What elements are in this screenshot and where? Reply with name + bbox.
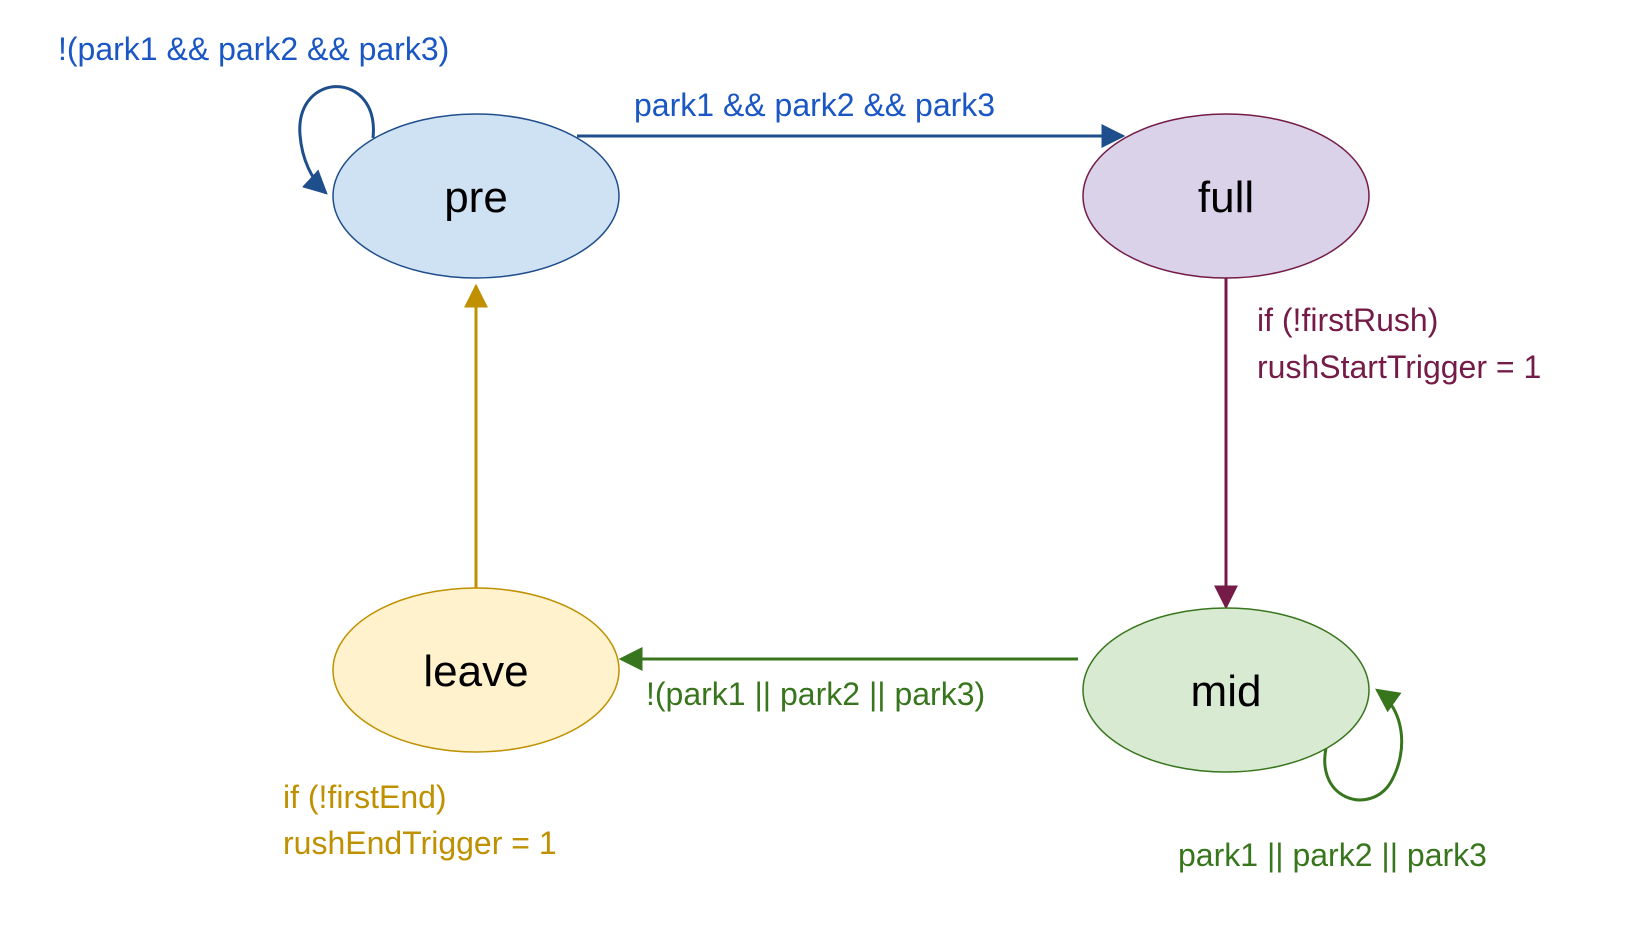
label-full-to-mid-line2: rushStartTrigger = 1 xyxy=(1257,349,1541,385)
state-leave-label: leave xyxy=(423,647,528,696)
edge-mid-self-loop xyxy=(1323,688,1404,802)
state-mid[interactable]: mid xyxy=(1082,607,1370,773)
state-pre[interactable]: pre xyxy=(332,113,620,279)
label-pre-to-full: park1 && park2 && park3 xyxy=(634,87,995,123)
label-pre-self-loop: !(park1 && park2 && park3) xyxy=(58,31,449,67)
state-pre-label: pre xyxy=(444,173,508,222)
state-mid-label: mid xyxy=(1191,667,1262,716)
state-full-label: full xyxy=(1198,173,1254,222)
state-leave[interactable]: leave xyxy=(332,587,620,753)
label-full-to-mid-line1: if (!firstRush) xyxy=(1257,302,1438,338)
label-leave-to-pre-line2: rushEndTrigger = 1 xyxy=(283,825,557,861)
label-leave-to-pre-line1: if (!firstEnd) xyxy=(283,779,447,815)
label-mid-to-leave: !(park1 || park2 || park3) xyxy=(646,676,985,712)
label-mid-self-loop: park1 || park2 || park3 xyxy=(1178,837,1487,873)
state-full[interactable]: full xyxy=(1082,113,1370,279)
edge-pre-self-loop xyxy=(298,85,375,195)
